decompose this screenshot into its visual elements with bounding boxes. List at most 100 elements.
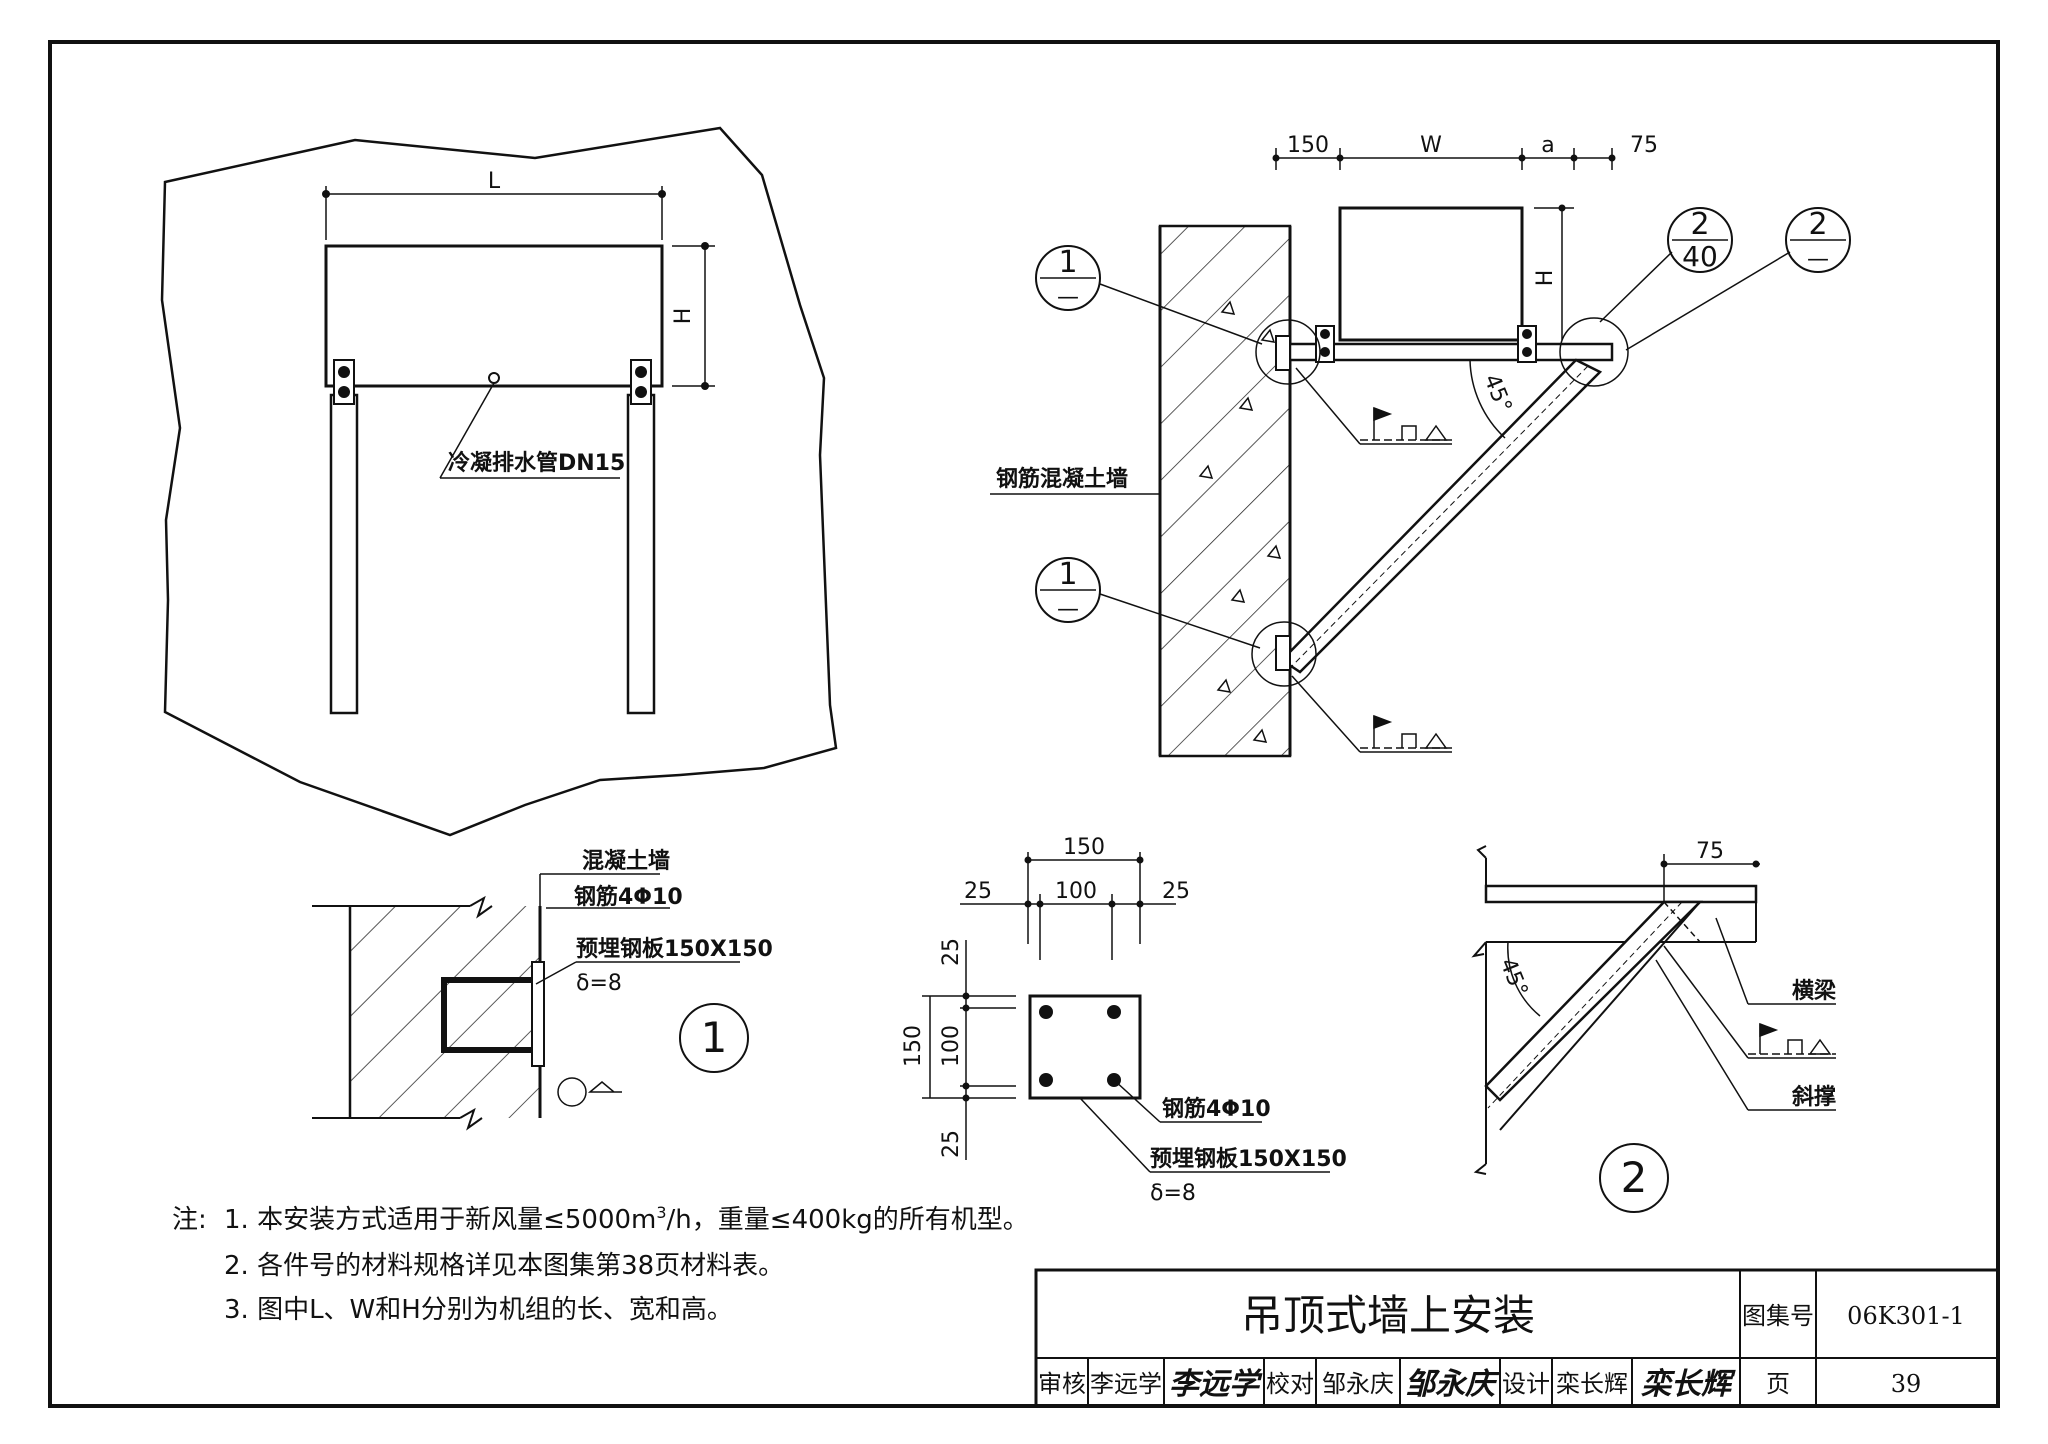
unit-box-side	[1338, 206, 1524, 342]
callout-2-40-num: 2	[1690, 207, 1709, 242]
detail-2-brace	[1484, 900, 1704, 1102]
callout-1-top-den: —	[1057, 285, 1079, 310]
note-1: 1. 本安装方式适用于新风量≤5000m3/h，重量≤400kg的所有机型。	[224, 1203, 1029, 1235]
review-name: 李远学	[1090, 1370, 1162, 1398]
callout-2-40	[1667, 207, 1733, 273]
design-signature: 栾长辉	[1641, 1367, 1736, 1402]
detail-2-angle-arc	[1507, 941, 1541, 1017]
embedded-plate-bottom	[1275, 635, 1291, 671]
notes: 注: 1. 本安装方式适用于新风量≤5000m3/h，重量≤400kg的所有机型…	[172, 1203, 1029, 1325]
detail-1: 混凝土墙 钢筋4Φ10 预埋钢板150X150 δ=8 1	[312, 848, 773, 1131]
dim-a-label: a	[1541, 133, 1554, 158]
drain-label: 冷凝排水管DN15	[448, 450, 625, 476]
drain-point	[488, 372, 500, 384]
plate-dim-150-side: 150	[901, 1025, 926, 1067]
detail-circle-1-bottom	[1251, 621, 1317, 687]
detail-2-dim-75: 75	[1696, 839, 1724, 864]
bolt-icon	[630, 359, 652, 405]
callout-1-bottom-den: —	[1057, 597, 1079, 622]
plate-dim-150-top: 150	[1063, 835, 1105, 860]
callout-2-den: —	[1807, 247, 1829, 272]
review-label: 审核	[1038, 1370, 1086, 1398]
dim-length-label: L	[488, 169, 501, 194]
dim-w-label: W	[1420, 133, 1442, 158]
detail-2-brace-label: 斜撑	[1791, 1084, 1836, 1110]
plate-dim-100: 100	[1055, 879, 1097, 904]
elevation-view: L H 冷凝排水管DN15	[160, 126, 838, 837]
rebar-dot	[1039, 1005, 1121, 1087]
plate-dim-25-top: 25	[939, 938, 964, 966]
support-leg-left	[329, 393, 359, 715]
sheet-border	[48, 40, 2000, 1408]
detail-2-number: 2	[1621, 1153, 1648, 1202]
plate-dim-100-side: 100	[939, 1025, 964, 1067]
unit-box	[324, 244, 664, 388]
dim-75-label: 75	[1630, 133, 1658, 158]
notes-prefix: 注:	[172, 1205, 207, 1235]
title-block: 吊顶式墙上安装 图集号 06K301-1 审核 李远学 李远学 校对 邹永庆 邹…	[1034, 1268, 2000, 1408]
note-1-main: 1. 本安装方式适用于新风量≤5000m	[224, 1205, 656, 1235]
wall-label: 钢筋混凝土墙	[996, 466, 1128, 492]
page-value: 39	[1891, 1370, 1922, 1398]
note-2: 2. 各件号的材料规格详见本图集第38页材料表。	[224, 1251, 784, 1281]
weld-symbol-icon	[1291, 675, 1452, 753]
detail-1-number: 1	[701, 1013, 728, 1062]
design-name: 栾长辉	[1556, 1370, 1628, 1398]
detail-circle-1-top	[1255, 319, 1321, 385]
side-view: 45° 150 W a 75 H 1 — 1 —	[990, 133, 1851, 758]
callout-1-top-num: 1	[1058, 245, 1077, 280]
callout-2-40-page: 40	[1682, 240, 1718, 273]
note-1-tail: /h，重量≤400kg的所有机型。	[667, 1205, 1029, 1235]
dim-h-side-label: H	[1533, 270, 1558, 287]
dim-150-label: 150	[1287, 133, 1329, 158]
design-label: 设计	[1502, 1370, 1550, 1398]
note-1-sup: 3	[656, 1203, 666, 1222]
callout-1-bottom	[1035, 557, 1101, 623]
dim-height-label: H	[671, 308, 696, 325]
callout-1-bottom-num: 1	[1058, 557, 1077, 592]
page-label: 页	[1766, 1370, 1790, 1398]
anchor-rebar	[441, 977, 532, 1053]
concrete-aggregate	[1198, 300, 1282, 743]
support-leg-right	[626, 393, 656, 715]
callout-2-num: 2	[1808, 207, 1827, 242]
angle-arc	[1469, 359, 1506, 439]
plate-detail: 150 25 100 25 25 150 100 25 钢筋4Φ10 预埋钢板1…	[901, 835, 1347, 1206]
check-name: 邹永庆	[1322, 1370, 1394, 1398]
callout-1-top	[1035, 245, 1101, 311]
review-signature: 李远学	[1169, 1367, 1263, 1402]
concrete-wall	[1158, 224, 1292, 758]
embedded-plate	[531, 961, 545, 1067]
detail-circle-2	[1559, 317, 1629, 387]
plate-rebar-label: 钢筋4Φ10	[1162, 1096, 1271, 1122]
detail-2-number-circle	[1599, 1143, 1669, 1213]
atlas-value: 06K301-1	[1847, 1302, 1965, 1330]
embedded-plate-top	[1275, 335, 1291, 371]
diagonal-brace	[1280, 358, 1603, 674]
wall-break-outline	[160, 126, 838, 837]
brace-angle-label: 45°	[1478, 371, 1516, 417]
detail-2-beam	[1484, 884, 1758, 904]
plate-dim-25-left: 25	[964, 879, 992, 904]
plate-dim-25-bottom: 25	[939, 1130, 964, 1158]
bolt-icon	[1517, 325, 1537, 363]
detail-1-number-circle	[679, 1003, 749, 1073]
check-label: 校对	[1266, 1370, 1314, 1398]
plate-dim-25-right: 25	[1162, 879, 1190, 904]
atlas-label: 图集号	[1742, 1302, 1814, 1330]
detail-1-plate-label: 预埋钢板150X150	[576, 936, 773, 962]
detail-1-wall-label: 混凝土墙	[582, 848, 670, 874]
check-signature: 邹永庆	[1405, 1367, 1500, 1402]
bolt-icon	[333, 359, 355, 405]
cross-beam	[1288, 342, 1614, 362]
detail-1-rebar-label: 钢筋4Φ10	[574, 884, 683, 910]
drawing-title: 吊顶式墙上安装	[1241, 1291, 1535, 1340]
plate-delta-label: δ=8	[1150, 1181, 1196, 1206]
detail-2-angle-label: 45°	[1494, 955, 1532, 1001]
note-3: 3. 图中L、W和H分别为机组的长、宽和高。	[224, 1295, 733, 1325]
weld-symbol-icon	[1295, 367, 1452, 445]
weld-symbol-icon	[1663, 945, 1836, 1059]
callout-2	[1785, 207, 1851, 273]
detail-2: 45° 75 横梁 斜撑 2	[1471, 839, 1836, 1213]
